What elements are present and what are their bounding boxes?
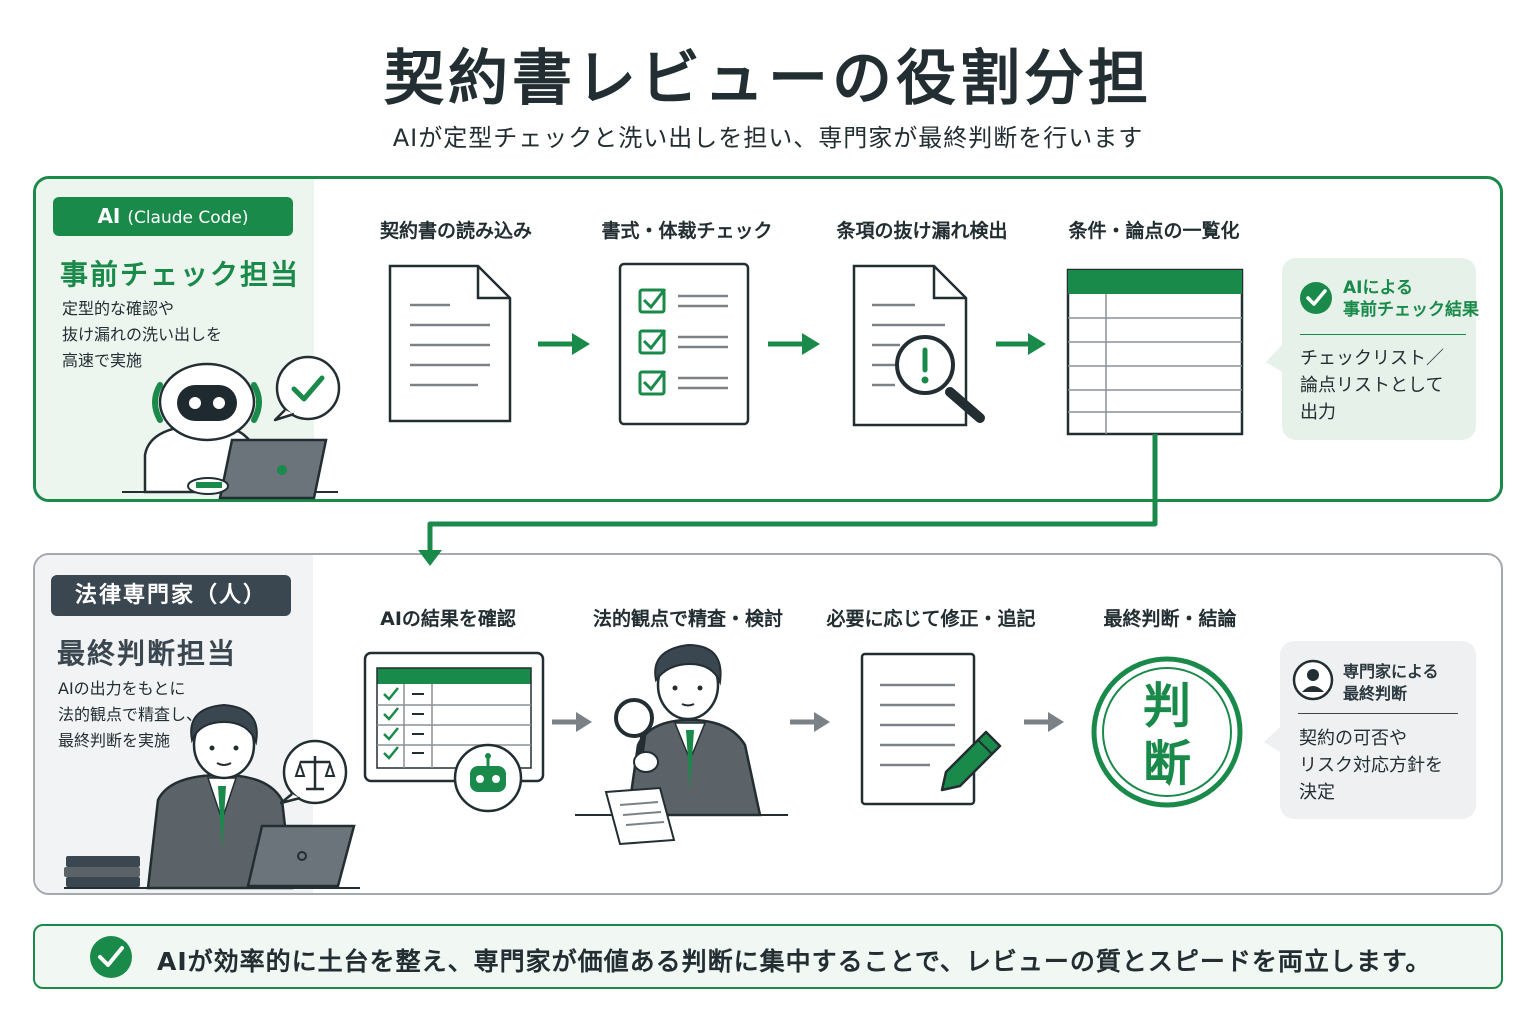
- ai-result-pointer: [1266, 345, 1282, 372]
- document-pen-icon: [860, 652, 1002, 806]
- page-subtitle: AIが定型チェックと洗い出しを担い、専門家が最終判断を行います: [392, 124, 1144, 152]
- seal-text-bottom: 断: [1142, 736, 1191, 792]
- human-badge: 法律専門家（人）: [51, 575, 291, 616]
- ai-role-description: 定型的な確認や 抜け漏れの洗い出しを 高速で実施: [62, 299, 223, 370]
- magnifier-alert-icon: [852, 264, 985, 427]
- lawyer-icon: [64, 703, 360, 890]
- human-panel: [33, 553, 1503, 895]
- page-title: 契約書レビューの役割分担: [384, 44, 1152, 114]
- human-step-label-2: 法的観点で精査・検討: [592, 608, 783, 630]
- human-role-description: AIの出力をもとに 法的観点で精査し、 最終判断を実施: [58, 679, 203, 750]
- footer-check-icon: [90, 936, 132, 978]
- human-step-label-1: AIの結果を確認: [380, 608, 516, 630]
- footer-banner: [33, 924, 1503, 989]
- ai-badge-main: AI: [97, 204, 121, 228]
- speech-check-icon: [273, 355, 341, 422]
- arrow-right-icon: [538, 333, 590, 355]
- flow-connector-arrow: [418, 434, 1158, 566]
- ai-badge: AI (Claude Code): [53, 197, 293, 236]
- scale-speech-icon: [279, 739, 348, 805]
- arrow-right-icon: [1024, 712, 1064, 732]
- person-circle-icon: [1292, 659, 1334, 701]
- ai-step-label-2: 書式・体裁チェック: [601, 220, 773, 242]
- judgment-seal-icon: [1091, 656, 1243, 808]
- human-result-pointer: [1264, 727, 1280, 752]
- person-magnifier-icon: [575, 643, 788, 846]
- human-step-label-4: 最終判断・結論: [1103, 608, 1237, 630]
- ai-badge-sub: (Claude Code): [127, 208, 249, 228]
- human-result-title: 専門家による 最終判断: [1343, 662, 1439, 703]
- human-step-label-3: 必要に応じて修正・追記: [826, 608, 1036, 630]
- checked-table-robot-icon: [363, 651, 545, 813]
- ai-step-label-1: 契約書の読み込み: [379, 220, 532, 242]
- ai-step-label-4: 条件・論点の一覧化: [1068, 220, 1240, 242]
- seal-text-top: 判: [1142, 678, 1191, 734]
- table-icon: [1066, 268, 1244, 436]
- ai-result-title: AIによる 事前チェック結果: [1343, 278, 1479, 320]
- document-icon: [388, 264, 512, 423]
- human-role-title: 最終判断担当: [57, 637, 238, 670]
- ai-step-label-3: 条項の抜け漏れ検出: [836, 220, 1008, 242]
- robot-icon: [122, 362, 338, 500]
- arrow-right-icon: [768, 333, 820, 355]
- check-circle-icon: [1300, 282, 1332, 314]
- ai-result-body: チェックリスト／ 論点リストとして 出力: [1300, 348, 1444, 423]
- human-result-divider: [1298, 713, 1458, 714]
- arrow-right-icon: [996, 333, 1046, 355]
- arrow-right-icon: [552, 712, 592, 732]
- ai-panel: [33, 176, 1503, 502]
- footer-text: AIが効率的に土台を整え、専門家が価値ある判断に集中することで、レビューの質とス…: [157, 947, 1432, 976]
- checklist-icon: [618, 262, 750, 426]
- ai-result-divider: [1300, 334, 1466, 335]
- human-result-body: 契約の可否や リスク対応方針を 決定: [1299, 728, 1443, 803]
- ai-role-title: 事前チェック担当: [60, 258, 301, 291]
- arrow-right-icon: [790, 712, 830, 732]
